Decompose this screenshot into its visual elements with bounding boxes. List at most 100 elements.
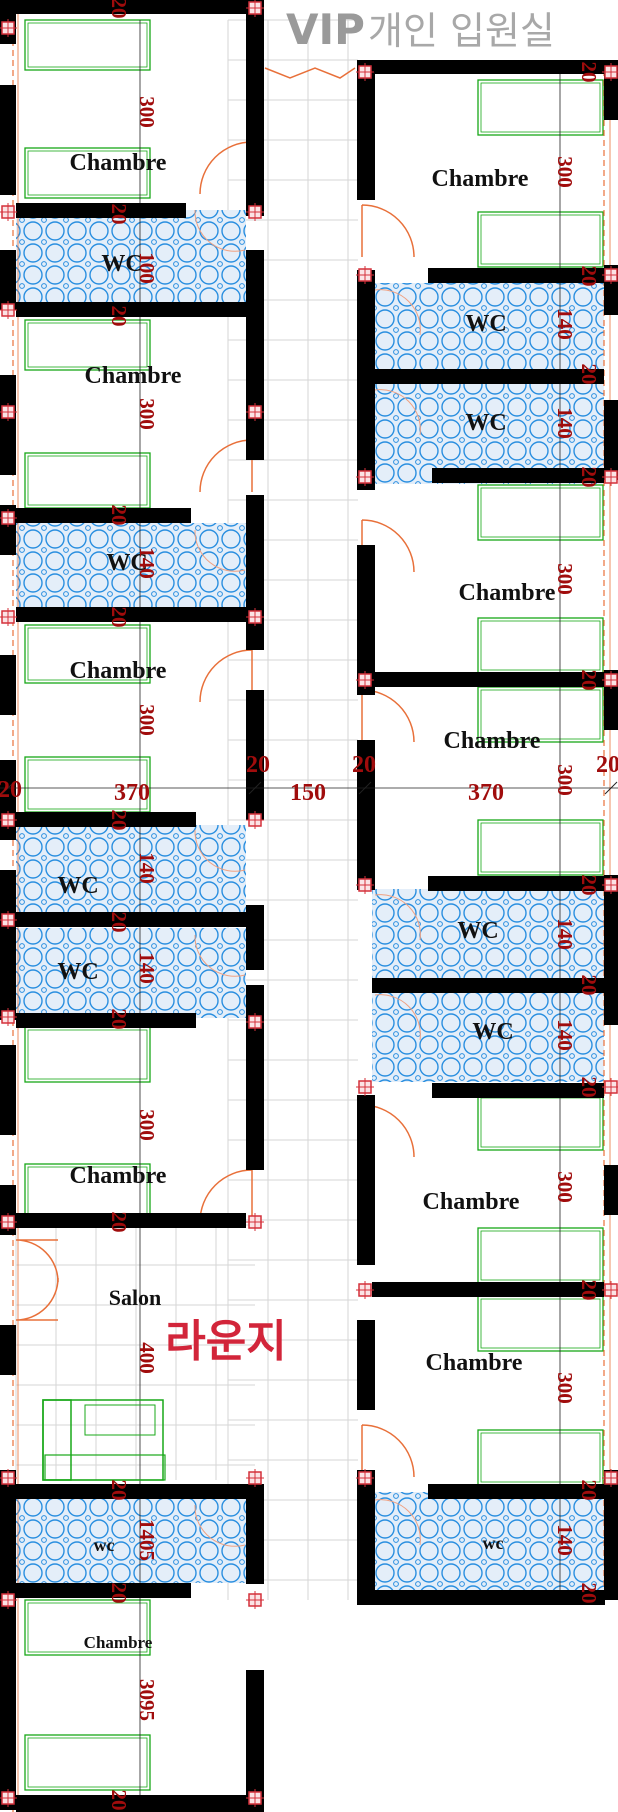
dimension-lines — [0, 781, 618, 795]
dimension-room-depth: 300 — [553, 1372, 577, 1404]
dimension-tick — [1, 781, 15, 795]
dimension-wall: 20 — [107, 912, 131, 933]
wc-tile-area — [16, 523, 246, 610]
dimension-wc-depth: 140 — [553, 308, 577, 340]
wall — [372, 1282, 604, 1297]
dimension-wall: 20 — [577, 670, 601, 691]
dimension-wall: 20 — [107, 810, 131, 831]
wall — [16, 912, 246, 927]
dimension-wall: 20 — [577, 467, 601, 488]
door — [361, 204, 415, 258]
wall — [428, 268, 604, 283]
wall — [16, 1013, 196, 1028]
room-label-wc: wc — [483, 1533, 504, 1553]
dimension-wall: 20 — [107, 1009, 131, 1030]
wall — [0, 85, 16, 195]
wc-door — [374, 1499, 421, 1546]
dimension-wall: 20 — [107, 1212, 131, 1233]
wc-door — [374, 389, 421, 436]
wall — [246, 905, 264, 970]
dimension-wall: 20 — [0, 777, 22, 803]
wall — [16, 302, 246, 317]
dimension-wall: 20 — [107, 0, 131, 19]
dimension-wc-depth: 100 — [135, 252, 159, 284]
bed-mattress — [27, 22, 148, 68]
dimension-room-depth: 300 — [553, 1171, 577, 1203]
wall — [16, 812, 196, 827]
dimension-tick — [248, 781, 262, 795]
room-label-wc: WC — [57, 959, 98, 985]
wc-door — [374, 289, 421, 336]
bed-mattress — [480, 487, 601, 538]
room-label-chambre: Chambre — [444, 728, 541, 754]
wc-tile-area — [372, 283, 604, 371]
wall — [0, 250, 16, 310]
door — [199, 141, 253, 195]
wc-door — [374, 994, 421, 1041]
wall — [0, 870, 16, 1020]
wall — [357, 1470, 375, 1600]
wall — [0, 375, 16, 475]
dimension-corridor: 150 — [290, 780, 326, 806]
dimension-wall: 20 — [246, 752, 270, 778]
wall — [604, 1470, 618, 1600]
bed-mattress — [27, 322, 148, 368]
dimension-wc-depth: 140 — [553, 1524, 577, 1556]
bed — [477, 1295, 604, 1352]
bed-mattress — [480, 822, 601, 873]
room-label-chambre: Chambre — [459, 580, 556, 606]
dimension-room-depth: 300 — [553, 563, 577, 595]
dimension-room-depth: 300 — [135, 398, 159, 430]
room-label-chambre: Chambre — [70, 150, 167, 176]
wall — [0, 0, 258, 14]
room-label-wc: WC — [457, 918, 498, 944]
door — [15, 1239, 59, 1283]
wall — [372, 978, 604, 993]
wall — [0, 1045, 16, 1135]
wall — [604, 1165, 618, 1215]
room-label-wc: WC — [106, 550, 147, 576]
bed-mattress — [480, 1432, 601, 1483]
dimension-room-depth: 300 — [553, 156, 577, 188]
dimension-wall: 20 — [577, 1583, 601, 1604]
wall — [0, 1470, 16, 1810]
wall — [428, 876, 604, 891]
dimension-room-depth: 300 — [135, 704, 159, 736]
door — [15, 1277, 59, 1321]
dimension-room-depth: 3095 — [135, 1679, 159, 1721]
dimension-wc-depth: 140 — [553, 407, 577, 439]
dimension-wc-depth: 140 — [553, 1019, 577, 1051]
bed-mattress — [480, 214, 601, 265]
room-label-wc: WC — [57, 873, 98, 899]
dimension-wall: 20 — [577, 875, 601, 896]
sofa-seat — [44, 1454, 166, 1481]
dimension-wall: 20 — [107, 607, 131, 628]
room-label-wc: wc — [94, 1535, 115, 1555]
wall — [246, 690, 264, 820]
bed — [477, 211, 604, 268]
bed — [477, 617, 604, 674]
room-label-chambre: Chambre — [423, 1189, 520, 1215]
bed-mattress — [480, 1230, 601, 1281]
wall — [357, 1590, 605, 1605]
wall — [246, 495, 264, 650]
wc-door — [374, 894, 421, 941]
room-label-chambre: Chambre — [70, 1163, 167, 1189]
dimension-wc-depth: 140 — [135, 852, 159, 884]
wall — [16, 203, 186, 218]
door — [361, 689, 415, 743]
wc-tile-area — [16, 1497, 246, 1583]
bed — [477, 484, 604, 541]
dimension-wall: 20 — [577, 1077, 601, 1098]
wall — [357, 60, 615, 74]
dimension-tick — [358, 781, 372, 795]
wall — [16, 1213, 246, 1228]
bed — [477, 819, 604, 876]
wall — [357, 740, 375, 890]
door — [199, 439, 253, 493]
door — [199, 649, 253, 703]
bed-mattress — [27, 759, 148, 810]
dimension-room-depth: 300 — [135, 96, 159, 128]
room-label-chambre: Chambre — [85, 363, 182, 389]
